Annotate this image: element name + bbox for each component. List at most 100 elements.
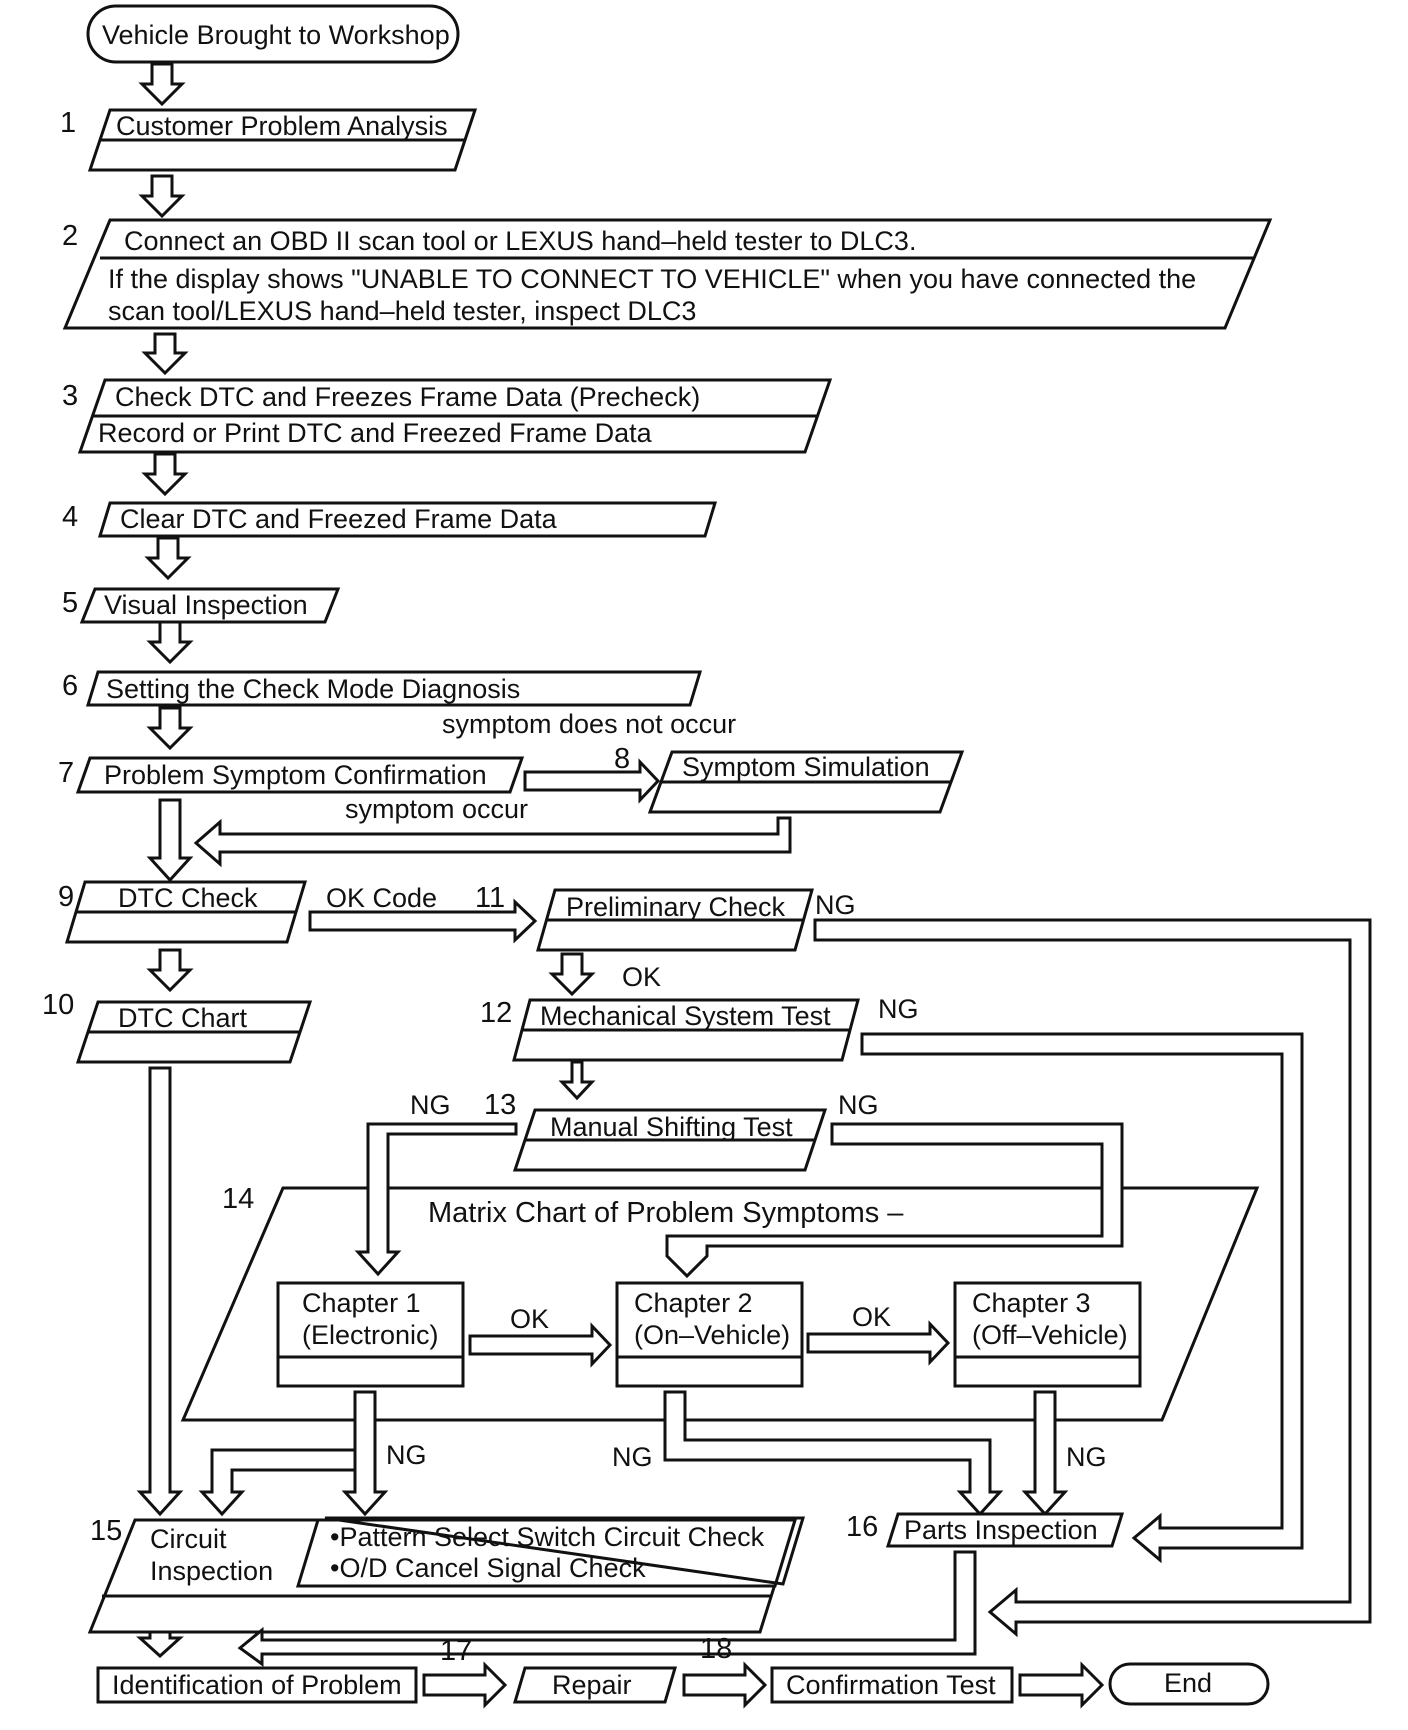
step-18-confirmation: Confirmation Test xyxy=(770,1666,1014,1704)
right-arrow-icon xyxy=(1018,1661,1105,1709)
step-3: 3 Check DTC and Freezes Frame Data (Prec… xyxy=(62,378,833,454)
chapter-label-line1: Chapter 2 xyxy=(634,1288,753,1318)
step-label: Manual Shifting Test xyxy=(550,1112,793,1142)
circuit-check-2: •O/D Cancel Signal Check xyxy=(330,1553,646,1583)
step-number: 6 xyxy=(62,670,78,702)
step-number: 15 xyxy=(90,1515,122,1547)
right-arrow-icon xyxy=(422,1661,508,1709)
step-label: DTC Check xyxy=(118,883,258,913)
step-number: 9 xyxy=(58,881,74,913)
circuit-check-1: •Pattern Select Switch Circuit Check xyxy=(330,1522,765,1552)
right-arrow-icon xyxy=(682,1661,768,1709)
end-terminal: End xyxy=(1108,1662,1270,1706)
right-arrow-icon xyxy=(806,1320,951,1366)
down-arrow-icon xyxy=(144,536,192,581)
step-number: 13 xyxy=(484,1089,516,1121)
start-label: Vehicle Brought to Workshop xyxy=(102,20,450,50)
step-number: 8 xyxy=(614,743,630,775)
step-15: 15 Circuit Inspection •Pattern Select Sw… xyxy=(87,1515,806,1634)
ok-label: OK xyxy=(852,1302,891,1332)
chapter-label-line2: (On–Vehicle) xyxy=(634,1320,790,1350)
step-label: Visual Inspection xyxy=(104,590,308,620)
chapter-label-line1: Chapter 1 xyxy=(302,1288,421,1318)
step-number: 14 xyxy=(222,1183,254,1215)
step-number: 10 xyxy=(42,989,74,1021)
ng-route-arrow-icon xyxy=(198,1448,357,1517)
ng-route-arrow-icon xyxy=(860,1032,1304,1564)
step-label: Repair xyxy=(552,1670,632,1700)
ng-route-arrow-icon xyxy=(813,918,1372,1638)
down-arrow-icon xyxy=(141,332,189,376)
step-number: 3 xyxy=(62,380,78,412)
step-label: Parts Inspection xyxy=(904,1515,1098,1545)
step-number: 4 xyxy=(62,501,78,533)
ok-code-label: OK Code xyxy=(326,883,437,913)
step-label-line1: Check DTC and Freezes Frame Data (Preche… xyxy=(115,382,700,412)
down-arrow-icon xyxy=(558,1060,596,1101)
step-label-line1: Connect an OBD II scan tool or LEXUS han… xyxy=(124,226,916,256)
ng-route-arrow-icon xyxy=(663,1390,1004,1517)
step-number: 12 xyxy=(480,997,512,1029)
down-arrow-icon xyxy=(141,452,189,497)
ng-label: NG xyxy=(878,994,919,1024)
step-12: 12 Mechanical System Test xyxy=(480,997,860,1062)
down-arrow-icon xyxy=(136,1066,184,1517)
end-label: End xyxy=(1164,1668,1212,1698)
chapter-2-box: Chapter 2 (On–Vehicle) xyxy=(615,1281,804,1388)
down-arrow-icon xyxy=(146,620,194,665)
step-6: 6 Setting the Check Mode Diagnosis xyxy=(62,670,703,707)
return-arrow-icon xyxy=(237,1550,977,1667)
ng-label: NG xyxy=(838,1090,879,1120)
symptom-not-occur-label: symptom does not occur xyxy=(442,709,736,739)
ng-label: NG xyxy=(815,890,856,920)
ng-route-arrow-icon xyxy=(341,1390,389,1517)
step-label: Confirmation Test xyxy=(786,1670,996,1700)
ng-label: NG xyxy=(612,1442,653,1472)
step-9: 9 DTC Check xyxy=(58,880,308,944)
ng-label: NG xyxy=(386,1440,427,1470)
step-number: 7 xyxy=(58,757,74,789)
step-number: 16 xyxy=(846,1511,878,1543)
ng-label: NG xyxy=(1066,1442,1107,1472)
ng-route-arrow-icon xyxy=(1021,1390,1069,1517)
step-17-repair: Repair xyxy=(512,1666,678,1704)
step-number: 17 xyxy=(440,1635,472,1667)
right-arrow-icon xyxy=(523,758,661,804)
down-arrow-icon xyxy=(146,798,194,883)
step-label-line2: If the display shows "UNABLE TO CONNECT … xyxy=(108,264,1196,294)
ng-label: NG xyxy=(410,1090,451,1120)
step-label: Customer Problem Analysis xyxy=(116,111,448,141)
identification-of-problem: Identification of Problem xyxy=(96,1666,418,1704)
step-4: 4 Clear DTC and Freezed Frame Data xyxy=(62,501,718,538)
step-2: 2 Connect an OBD II scan tool or LEXUS h… xyxy=(62,218,1273,330)
step-number: 2 xyxy=(62,220,78,252)
step-7: 7 Problem Symptom Confirmation xyxy=(58,756,525,794)
step-10: 10 DTC Chart xyxy=(42,989,313,1064)
step-label: Symptom Simulation xyxy=(682,752,930,782)
step-number: 5 xyxy=(62,587,78,619)
down-arrow-icon xyxy=(146,706,194,751)
step-label: Preliminary Check xyxy=(566,892,786,922)
step-11: Preliminary Check xyxy=(536,888,814,952)
chapter-3-box: Chapter 3 (Off–Vehicle) xyxy=(953,1281,1142,1388)
symptom-occur-label: symptom occur xyxy=(345,794,528,824)
step-label: Clear DTC and Freezed Frame Data xyxy=(120,504,558,534)
step-5: 5 Visual Inspection xyxy=(62,587,341,624)
step-14-matrix: 14 Matrix Chart of Problem Symptoms – Ch… xyxy=(180,1183,1260,1422)
chapter-label-line2: (Electronic) xyxy=(302,1320,439,1350)
matrix-title: Matrix Chart of Problem Symptoms – xyxy=(428,1197,904,1229)
step-label-line2: Record or Print DTC and Freezed Frame Da… xyxy=(98,418,653,448)
step-number: 18 xyxy=(700,1633,732,1665)
step-label: Problem Symptom Confirmation xyxy=(104,760,487,790)
step-16: 16 Parts Inspection xyxy=(846,1511,1125,1548)
return-arrow-icon xyxy=(193,816,792,868)
ng-route-arrow-icon xyxy=(354,1122,518,1277)
chapter-label-line1: Chapter 3 xyxy=(972,1288,1091,1318)
down-arrow-icon xyxy=(138,62,186,107)
step-label-line3: scan tool/LEXUS hand–held tester, inspec… xyxy=(108,296,696,326)
start-terminal: Vehicle Brought to Workshop xyxy=(86,4,460,64)
step-number: 11 xyxy=(475,882,505,914)
step-label-line1: Circuit xyxy=(150,1524,227,1554)
down-arrow-icon xyxy=(548,952,596,997)
